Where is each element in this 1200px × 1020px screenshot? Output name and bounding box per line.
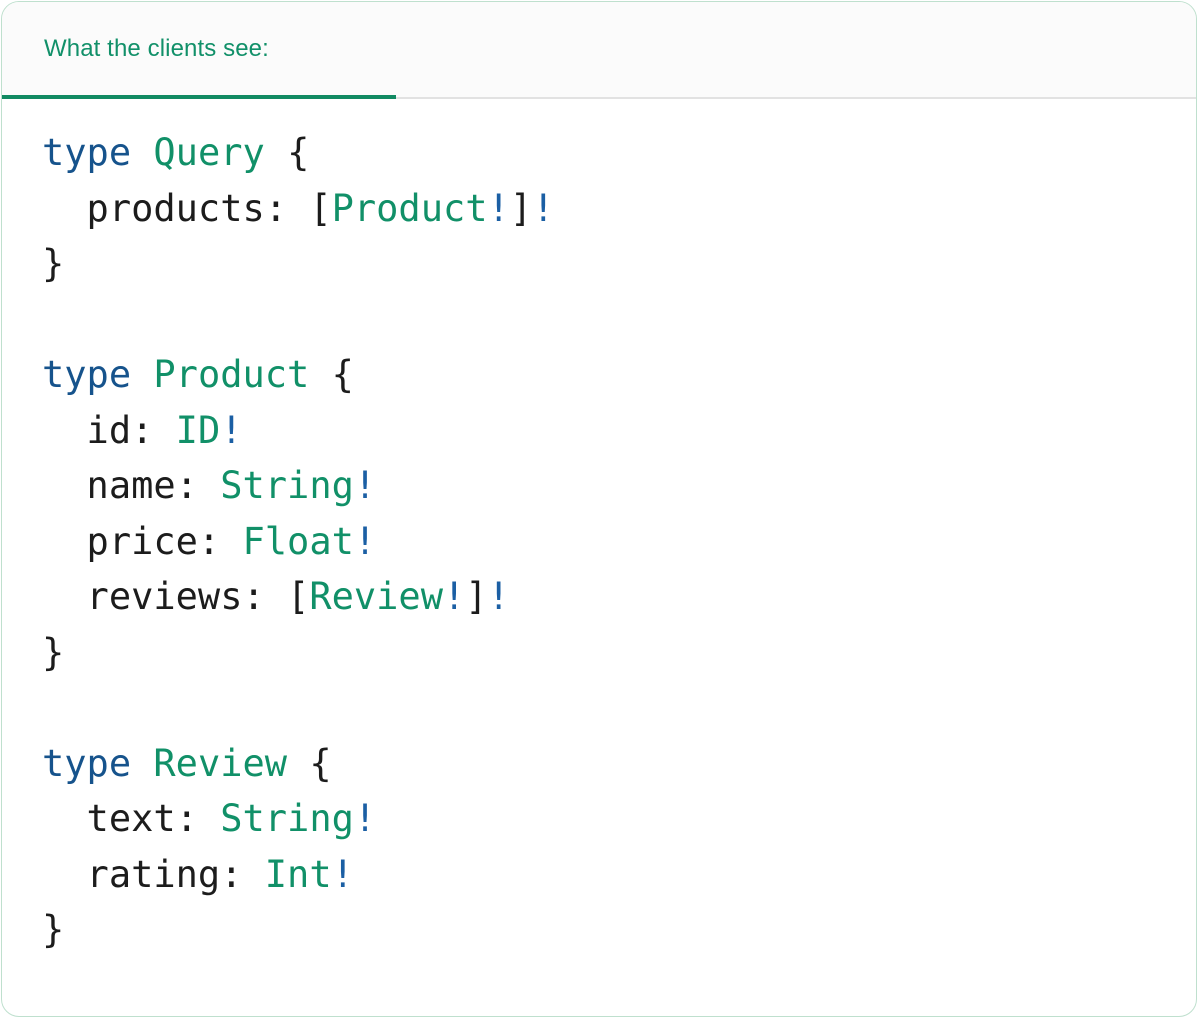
code-token-type: String	[220, 464, 354, 507]
code-token-bang: !	[331, 852, 354, 896]
code-line: reviews: [Review!]!	[42, 569, 1196, 625]
code-line: type Product {	[42, 347, 1196, 403]
code-token-punct: [	[287, 575, 310, 618]
code-token-field: text:	[42, 797, 198, 840]
code-token-punct: ]	[509, 186, 533, 230]
code-token-plain	[265, 131, 287, 174]
code-token-plain	[287, 187, 309, 230]
code-token-type: Float	[242, 519, 354, 563]
code-token-type: Product	[153, 353, 310, 396]
code-token-field: price:	[42, 519, 221, 563]
code-token-bang: !	[353, 464, 377, 507]
code-token-punct: {	[309, 741, 332, 785]
code-line: text: String!	[42, 791, 1196, 847]
code-token-type: Int	[264, 852, 332, 896]
code-token-punct: }	[42, 630, 65, 674]
code-line: name: String!	[42, 458, 1196, 514]
code-body: type Query { products: [Product!]!} type…	[2, 99, 1196, 958]
code-token-field: rating:	[42, 852, 243, 896]
code-token-bang: !	[220, 408, 243, 452]
code-line	[42, 292, 1196, 348]
code-line: }	[42, 625, 1196, 681]
code-token-kw: type	[42, 353, 132, 396]
code-token-field: products:	[42, 186, 288, 230]
code-token-plain	[131, 131, 153, 174]
graphql-schema-code: type Query { products: [Product!]!} type…	[2, 125, 1196, 958]
code-token-punct: ]	[465, 575, 488, 618]
code-line	[42, 680, 1196, 736]
code-token-punct: {	[331, 353, 354, 396]
code-token-bang: !	[353, 519, 377, 563]
code-token-type: Query	[153, 131, 265, 174]
code-token-type: Review	[153, 741, 288, 785]
code-token-kw: type	[42, 131, 132, 174]
code-token-field: id:	[42, 408, 154, 452]
tab-what-the-clients-see[interactable]: What the clients see:	[2, 2, 396, 99]
tab-label: What the clients see:	[44, 34, 269, 62]
code-token-plain	[198, 464, 220, 507]
code-line: price: Float!	[42, 514, 1196, 570]
code-line: id: ID!	[42, 403, 1196, 459]
code-token-type: ID	[175, 408, 221, 452]
code-token-plain	[220, 520, 242, 563]
code-token-type: String	[220, 797, 354, 840]
code-token-bang: !	[532, 186, 555, 230]
code-token-field: reviews:	[42, 575, 265, 618]
code-token-field: name:	[42, 464, 198, 507]
code-token-plain	[131, 353, 153, 396]
code-line: type Review {	[42, 736, 1196, 792]
code-token-plain	[198, 797, 220, 840]
code-token-plain	[309, 353, 331, 396]
code-token-kw: type	[42, 741, 132, 785]
code-token-punct: }	[42, 242, 65, 285]
code-token-bang: !	[487, 186, 510, 230]
code-line: type Query {	[42, 125, 1196, 181]
code-token-punct: {	[287, 131, 310, 174]
code-token-punct: [	[309, 186, 332, 230]
code-line: }	[42, 902, 1196, 958]
code-token-type: Product	[331, 186, 488, 230]
code-token-plain	[242, 853, 264, 896]
code-token-punct: }	[42, 908, 65, 951]
code-token-plain	[131, 742, 153, 785]
code-token-type: Review	[309, 575, 443, 618]
code-token-bang: !	[442, 575, 466, 618]
code-token-plain	[265, 575, 287, 618]
code-line: }	[42, 236, 1196, 292]
code-token-bang: !	[353, 797, 377, 840]
code-token-bang: !	[487, 575, 510, 618]
tab-strip: What the clients see:	[2, 2, 1196, 99]
code-line: products: [Product!]!	[42, 181, 1196, 237]
code-line: rating: Int!	[42, 847, 1196, 903]
code-token-plain	[287, 742, 309, 785]
code-token-plain	[153, 409, 175, 452]
